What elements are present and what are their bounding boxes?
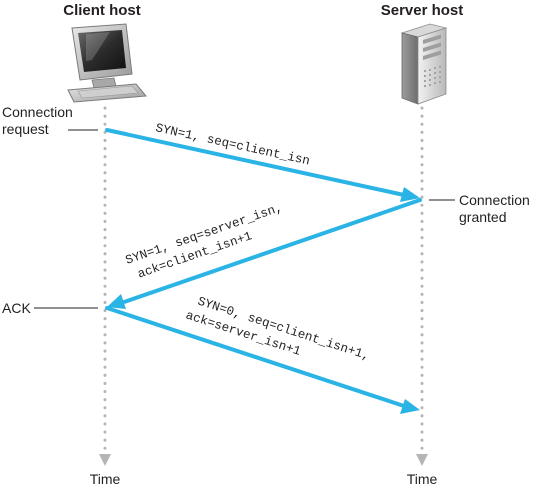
connection-request-line-2: request	[2, 121, 49, 137]
connection-request-label: Connection request	[2, 104, 77, 137]
server-time-label: Time	[407, 471, 438, 487]
client-time-label: Time	[90, 471, 121, 487]
synack-segment-arrow	[107, 198, 422, 309]
server-host-title: Server host	[381, 2, 464, 19]
client-timeline-arrowhead	[99, 454, 111, 466]
connection-granted-line-2: granted	[459, 209, 506, 225]
client-host-title: Client host	[63, 2, 141, 19]
ack-segment-arrow	[105, 306, 420, 414]
syn-segment-arrow	[105, 128, 420, 202]
ack-event-label: ACK	[2, 300, 31, 316]
connection-request-line-1: Connection	[2, 104, 73, 120]
connection-granted-label: Connection granted	[459, 192, 534, 225]
server-tower-icon	[400, 23, 448, 105]
server-timeline-arrowhead	[416, 454, 428, 466]
connection-granted-line-1: Connection	[459, 192, 530, 208]
client-computer-icon	[67, 23, 147, 103]
ack-message-label: SYN=0, seq=client_isn+1, ack=server_isn+…	[184, 292, 379, 382]
